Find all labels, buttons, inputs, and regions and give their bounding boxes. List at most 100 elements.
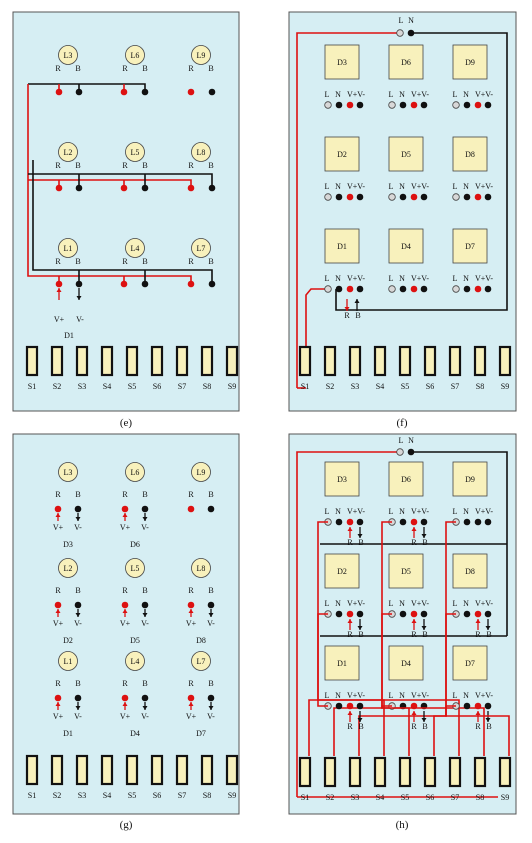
switch-label-S9: S9 xyxy=(228,382,236,391)
terminal-label-r: R xyxy=(122,586,128,595)
switch-label-S6: S6 xyxy=(426,382,434,391)
terminal-label-n: N xyxy=(399,182,405,191)
h-b-arrow-head xyxy=(357,718,363,722)
switch-label-S2: S2 xyxy=(53,382,61,391)
red-terminal xyxy=(187,694,195,702)
lamp-label-L2: L2 xyxy=(64,564,73,573)
black-terminal xyxy=(474,518,482,526)
white-terminal xyxy=(452,193,460,201)
red-terminal xyxy=(121,694,129,702)
h-b-label: B xyxy=(486,630,491,639)
switch-S8 xyxy=(473,345,487,377)
g-vminus-arrow-head xyxy=(75,613,81,617)
lamp-label-L4: L4 xyxy=(131,244,140,253)
lamp-label-L3: L3 xyxy=(64,468,73,477)
lamp-L2 xyxy=(58,142,78,162)
terminal-label-l: L xyxy=(389,507,394,516)
white-terminal xyxy=(388,101,396,109)
black-terminal xyxy=(420,610,428,618)
h-b-label: B xyxy=(358,630,363,639)
switch-S4 xyxy=(100,345,114,377)
g-vminus-label: V- xyxy=(207,619,215,628)
switch-S3 xyxy=(348,756,362,788)
f-device-label-D1: D1 xyxy=(337,242,347,251)
caption-h: (h) xyxy=(396,819,409,831)
h-device-switch-wire xyxy=(445,705,510,756)
black-terminal xyxy=(74,505,82,513)
lamp-label-L8: L8 xyxy=(197,148,206,157)
black-terminal xyxy=(141,505,149,513)
lamp-L7 xyxy=(191,651,211,671)
h-device-label-D9: D9 xyxy=(465,475,475,484)
g-vplus-label: V+ xyxy=(120,712,131,721)
switch-label-S8: S8 xyxy=(476,793,484,802)
g-vplus-arrow-head xyxy=(55,702,61,706)
g-vminus-arrow-head xyxy=(142,706,148,710)
terminal-label-l: L xyxy=(389,182,394,191)
white-terminal xyxy=(324,285,332,293)
red-terminal xyxy=(410,285,418,293)
terminal-label-r: R xyxy=(122,257,128,266)
h-device-label-D6: D6 xyxy=(401,475,411,484)
switch-label-S1: S1 xyxy=(28,791,36,800)
g-vminus-label: V- xyxy=(207,712,215,721)
black-terminal xyxy=(463,610,471,618)
switch-label-S1: S1 xyxy=(301,793,309,802)
lamp-L5 xyxy=(125,558,145,578)
terminal-label-b: B xyxy=(142,679,147,688)
switch-S7 xyxy=(175,754,189,786)
switch-S2 xyxy=(50,345,64,377)
black-terminal xyxy=(141,280,149,288)
switch-label-S3: S3 xyxy=(78,382,86,391)
f-device-D4 xyxy=(388,228,424,264)
red-terminal xyxy=(410,101,418,109)
lamp-label-L1: L1 xyxy=(64,244,73,253)
switch-S9 xyxy=(225,754,239,786)
switch-S2 xyxy=(50,754,64,786)
switch-S4 xyxy=(373,756,387,788)
switch-label-S7: S7 xyxy=(178,382,186,391)
switch-S3 xyxy=(75,754,89,786)
caption-f: (f) xyxy=(397,417,408,429)
black-terminal xyxy=(75,280,83,288)
f-device-label-D9: D9 xyxy=(465,58,475,67)
red-terminal xyxy=(187,505,195,513)
h-r-label: R xyxy=(475,630,481,639)
red-terminal xyxy=(55,280,63,288)
terminal-label-l: L xyxy=(325,507,330,516)
switch-label-S2: S2 xyxy=(53,791,61,800)
g-device-label-D3: D3 xyxy=(63,540,73,549)
f-main-l-label: L xyxy=(399,16,404,25)
h-device-D5 xyxy=(388,553,424,589)
terminal-label-n: N xyxy=(463,691,469,700)
h-b-label: B xyxy=(422,630,427,639)
red-terminal xyxy=(346,285,354,293)
g-vplus-label: V+ xyxy=(186,712,197,721)
lamp-label-L8: L8 xyxy=(197,564,206,573)
terminal-label-n: N xyxy=(335,599,341,608)
red-terminal xyxy=(187,601,195,609)
black-terminal xyxy=(463,193,471,201)
switch-S4 xyxy=(373,345,387,377)
terminal-label-b: B xyxy=(75,161,80,170)
terminal-label-vpm: V+V- xyxy=(347,182,365,191)
switch-S5 xyxy=(398,345,412,377)
switch-S9 xyxy=(498,345,512,377)
h-r-arrow-head xyxy=(411,619,417,623)
f-device-label-D7: D7 xyxy=(465,242,475,251)
terminal-label-n: N xyxy=(399,90,405,99)
terminal-label-vpm: V+V- xyxy=(347,599,365,608)
terminal-label-r: R xyxy=(188,586,194,595)
switch-label-S9: S9 xyxy=(501,793,509,802)
h-b-arrow-head xyxy=(421,626,427,630)
f-switch1-wire xyxy=(305,288,325,348)
terminal-label-vpm: V+V- xyxy=(411,182,429,191)
lamp-L3 xyxy=(58,45,78,65)
g-vplus-arrow-head xyxy=(188,609,194,613)
switch-S7 xyxy=(448,756,462,788)
terminal-label-r: R xyxy=(55,161,61,170)
g-vplus-label: V+ xyxy=(53,619,64,628)
black-terminal xyxy=(463,702,471,710)
terminal-label-b: B xyxy=(75,679,80,688)
switch-label-S7: S7 xyxy=(451,382,459,391)
